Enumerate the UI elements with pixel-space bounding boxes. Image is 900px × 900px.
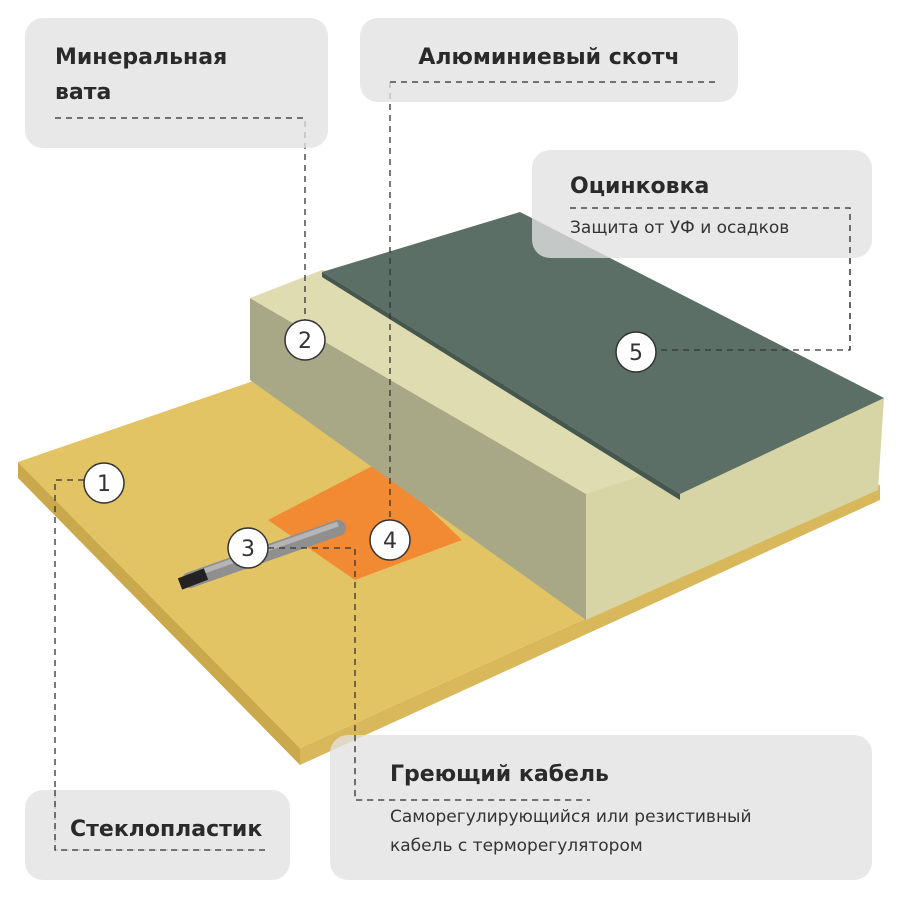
svg-text:4: 4	[383, 529, 397, 554]
label-box-fiberglass	[25, 790, 290, 880]
svg-text:2: 2	[298, 329, 312, 354]
galvanized-title: Оцинковка	[570, 174, 710, 199]
svg-text:5: 5	[629, 341, 643, 366]
galvanized-layer	[322, 212, 884, 500]
mineral-wool-title-line2: вата	[55, 80, 112, 105]
mineral-wool-title-line1: Минеральная	[55, 45, 228, 70]
svg-text:3: 3	[241, 537, 255, 562]
marker-2: 2	[284, 319, 326, 361]
fiberglass-title: Стеклопластик	[70, 817, 263, 842]
heating-cable-title: Греющий кабель	[390, 762, 609, 787]
heating-cable-desc-line2: кабель с терморегулятором	[390, 836, 643, 856]
aluminum-tape	[268, 462, 462, 580]
label-box-galvanized	[532, 150, 872, 258]
marker-1: 1	[83, 462, 125, 504]
label-box-mineral-wool	[25, 18, 328, 148]
aluminum-tape-title: Алюминиевый скотч	[418, 45, 680, 70]
label-box-heating-cable	[330, 735, 872, 880]
marker-5: 5	[615, 331, 657, 373]
svg-text:1: 1	[97, 472, 111, 497]
heating-cable-desc-line1: Саморегулирующийся или резистивный	[390, 807, 752, 827]
number-markers: 1 2 3 4 5	[83, 319, 657, 569]
label-box-aluminum-tape	[360, 18, 738, 102]
galvanized-subtitle: Защита от УФ и осадков	[570, 218, 790, 238]
marker-3: 3	[227, 527, 269, 569]
marker-4: 4	[369, 519, 411, 561]
